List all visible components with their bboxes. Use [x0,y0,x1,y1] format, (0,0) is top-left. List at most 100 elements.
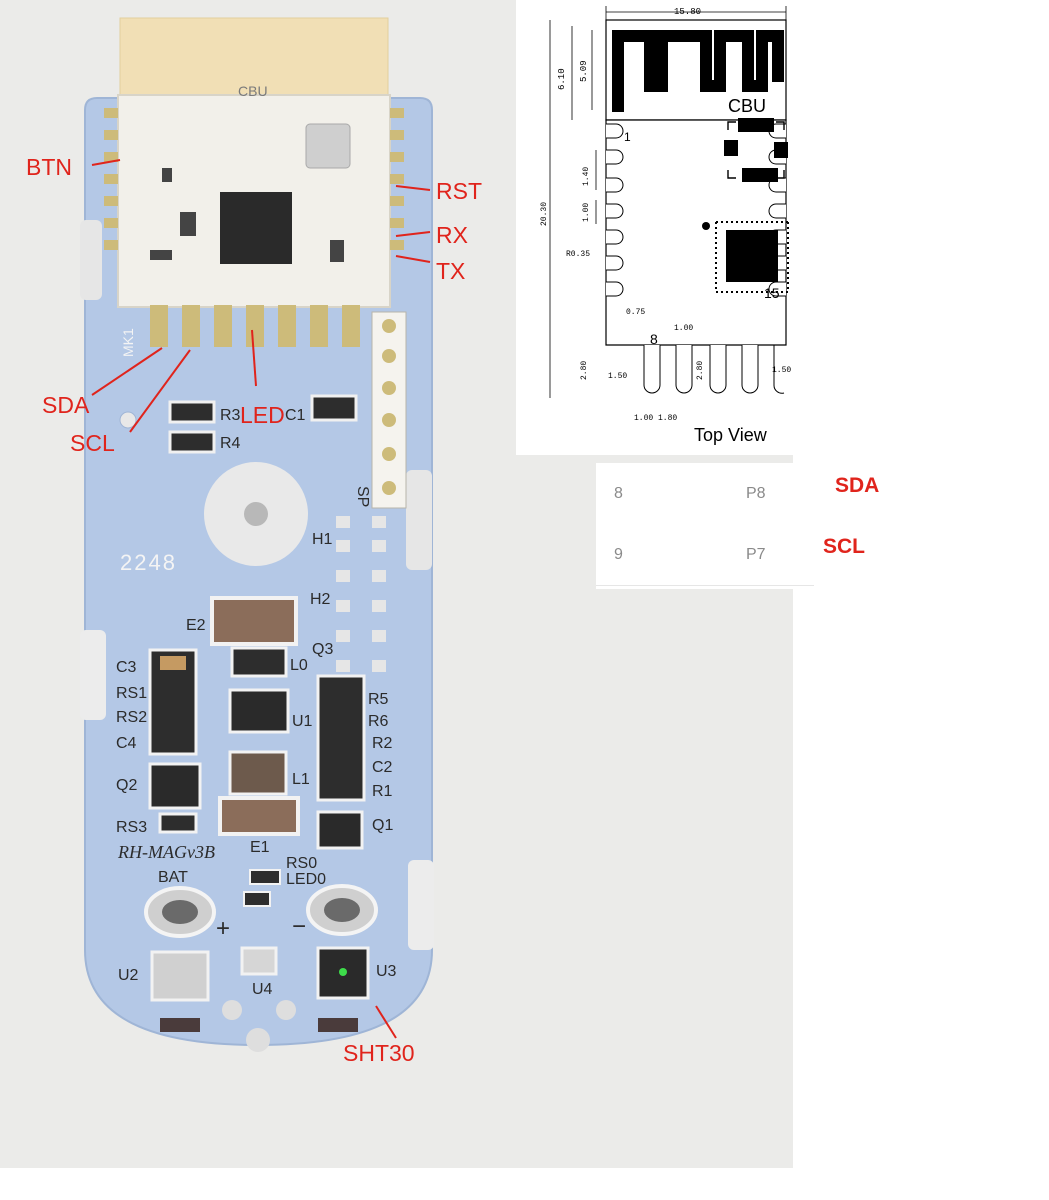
svg-text:R6: R6 [368,713,389,730]
table-row: 8 P8 [596,463,814,525]
svg-text:1.00: 1.00 [634,414,653,423]
label-scl: SCL [70,430,115,456]
svg-text:1.50: 1.50 [608,372,627,381]
label-sht30: SHT30 [343,1040,415,1066]
svg-text:15.80: 15.80 [674,7,701,17]
svg-text:C3: C3 [116,659,137,676]
svg-text:1: 1 [624,130,631,144]
svg-text:1.50: 1.50 [772,366,791,375]
cbu-top-view-drawing: 15.80 6.10 5.09 CBU 1 15 8 1.40 1.00 20.… [516,0,795,455]
antenna-tab [119,17,389,101]
signal-sda: SDA [835,474,880,497]
label-rst: RST [436,178,482,204]
svg-text:6.10: 6.10 [557,68,567,90]
pcb-board-illustration: CBU [80,17,434,1052]
svg-text:1.00: 1.00 [674,324,693,333]
capacitor-e2 [210,596,298,646]
svg-text:8: 8 [650,331,658,347]
antenna-trace [612,30,784,112]
svg-text:R5: R5 [368,691,389,708]
bk7231n-chip [220,192,292,264]
svg-text:RS2: RS2 [116,709,147,726]
svg-text:MK1: MK1 [120,328,136,357]
label-btn: BTN [26,154,72,180]
svg-text:1.00: 1.00 [582,203,591,222]
svg-text:BAT: BAT [158,869,188,886]
svg-text:RH-MAGv3B: RH-MAGv3B [117,842,215,862]
pin-number: 9 [614,546,623,563]
silkscreen-labels: MK1 R3 C1 R4 SP H1 H2 2248 E2 Q3 L0 C3 R… [116,328,397,998]
transistor-q1 [316,810,364,850]
module-bottom-pads [150,305,360,347]
inductor-l1 [228,750,288,796]
svg-text:LED0: LED0 [286,871,326,888]
drawing-left-pads [606,123,624,297]
svg-text:C4: C4 [116,735,137,752]
svg-text:H1: H1 [312,531,333,548]
signal-scl: SCL [823,535,865,558]
svg-text:CBU: CBU [728,96,766,116]
svg-text:2.80: 2.80 [696,361,705,380]
drawing-bottom-pads [643,345,785,394]
svg-text:R3: R3 [220,407,241,424]
right-component-column [316,674,366,802]
battery-contacts [144,869,378,938]
module-components [150,168,344,262]
svg-text:RS3: RS3 [116,819,147,836]
label-sda: SDA [42,392,90,418]
shield-marks [724,118,788,182]
drawing-chip [726,230,778,282]
enclosure-clip [80,630,106,720]
pin-gpio: P7 [746,546,766,563]
svg-text:R1: R1 [372,783,393,800]
test-pads [336,516,386,672]
svg-text:2.80: 2.80 [580,361,589,380]
svg-text:L0: L0 [290,657,308,674]
svg-text:20.30: 20.30 [540,202,549,226]
svg-text:RS1: RS1 [116,685,147,702]
enclosure-clip [408,860,434,950]
module-right-pads [390,108,404,250]
crystal [305,123,351,169]
enclosure-clip [80,220,102,300]
svg-text:R4: R4 [220,435,241,452]
sensor-u2 [150,950,210,1002]
svg-text:E2: E2 [186,617,206,634]
drawing-svg: 15.80 6.10 5.09 CBU 1 15 8 1.40 1.00 20.… [540,6,791,445]
small-smd-parts [168,394,358,454]
svg-text:RS0: RS0 [286,855,317,872]
svg-text:SP: SP [354,486,371,507]
annotation-pointers [91,159,431,1039]
svg-text:R0.35: R0.35 [566,250,590,259]
svg-text:U3: U3 [376,963,397,980]
svg-text:E1: E1 [250,839,270,856]
enclosure-clip [406,470,432,570]
svg-text:Q2: Q2 [116,777,137,794]
module-left-pads [104,108,118,250]
svg-text:U2: U2 [118,967,139,984]
label-tx: TX [436,258,466,284]
svg-text:1.40: 1.40 [582,167,591,186]
drawing-caption: Top View [694,425,768,445]
svg-text:C1: C1 [285,407,306,424]
svg-text:H2: H2 [310,591,331,608]
pin-mapping-table: 8 P8 9 P7 [596,463,814,589]
svg-text:2248: 2248 [120,550,177,575]
label-led: LED [240,402,285,428]
regulator-u1 [228,688,290,734]
label-rx: RX [436,222,468,248]
svg-text:R2: R2 [372,735,393,752]
svg-text:15: 15 [764,285,780,301]
svg-text:U4: U4 [252,981,273,998]
svg-text:Q3: Q3 [312,641,333,658]
svg-text:L1: L1 [292,771,310,788]
pin-number: 8 [614,485,623,502]
svg-text:1.80: 1.80 [658,414,677,423]
svg-text:5.09: 5.09 [579,60,589,82]
svg-text:C2: C2 [372,759,393,776]
pin-gpio: P8 [746,485,766,502]
svg-text:0.75: 0.75 [626,308,645,317]
svg-text:−: − [292,913,306,940]
table-row: 9 P7 [596,524,814,586]
header-pins [371,311,407,509]
